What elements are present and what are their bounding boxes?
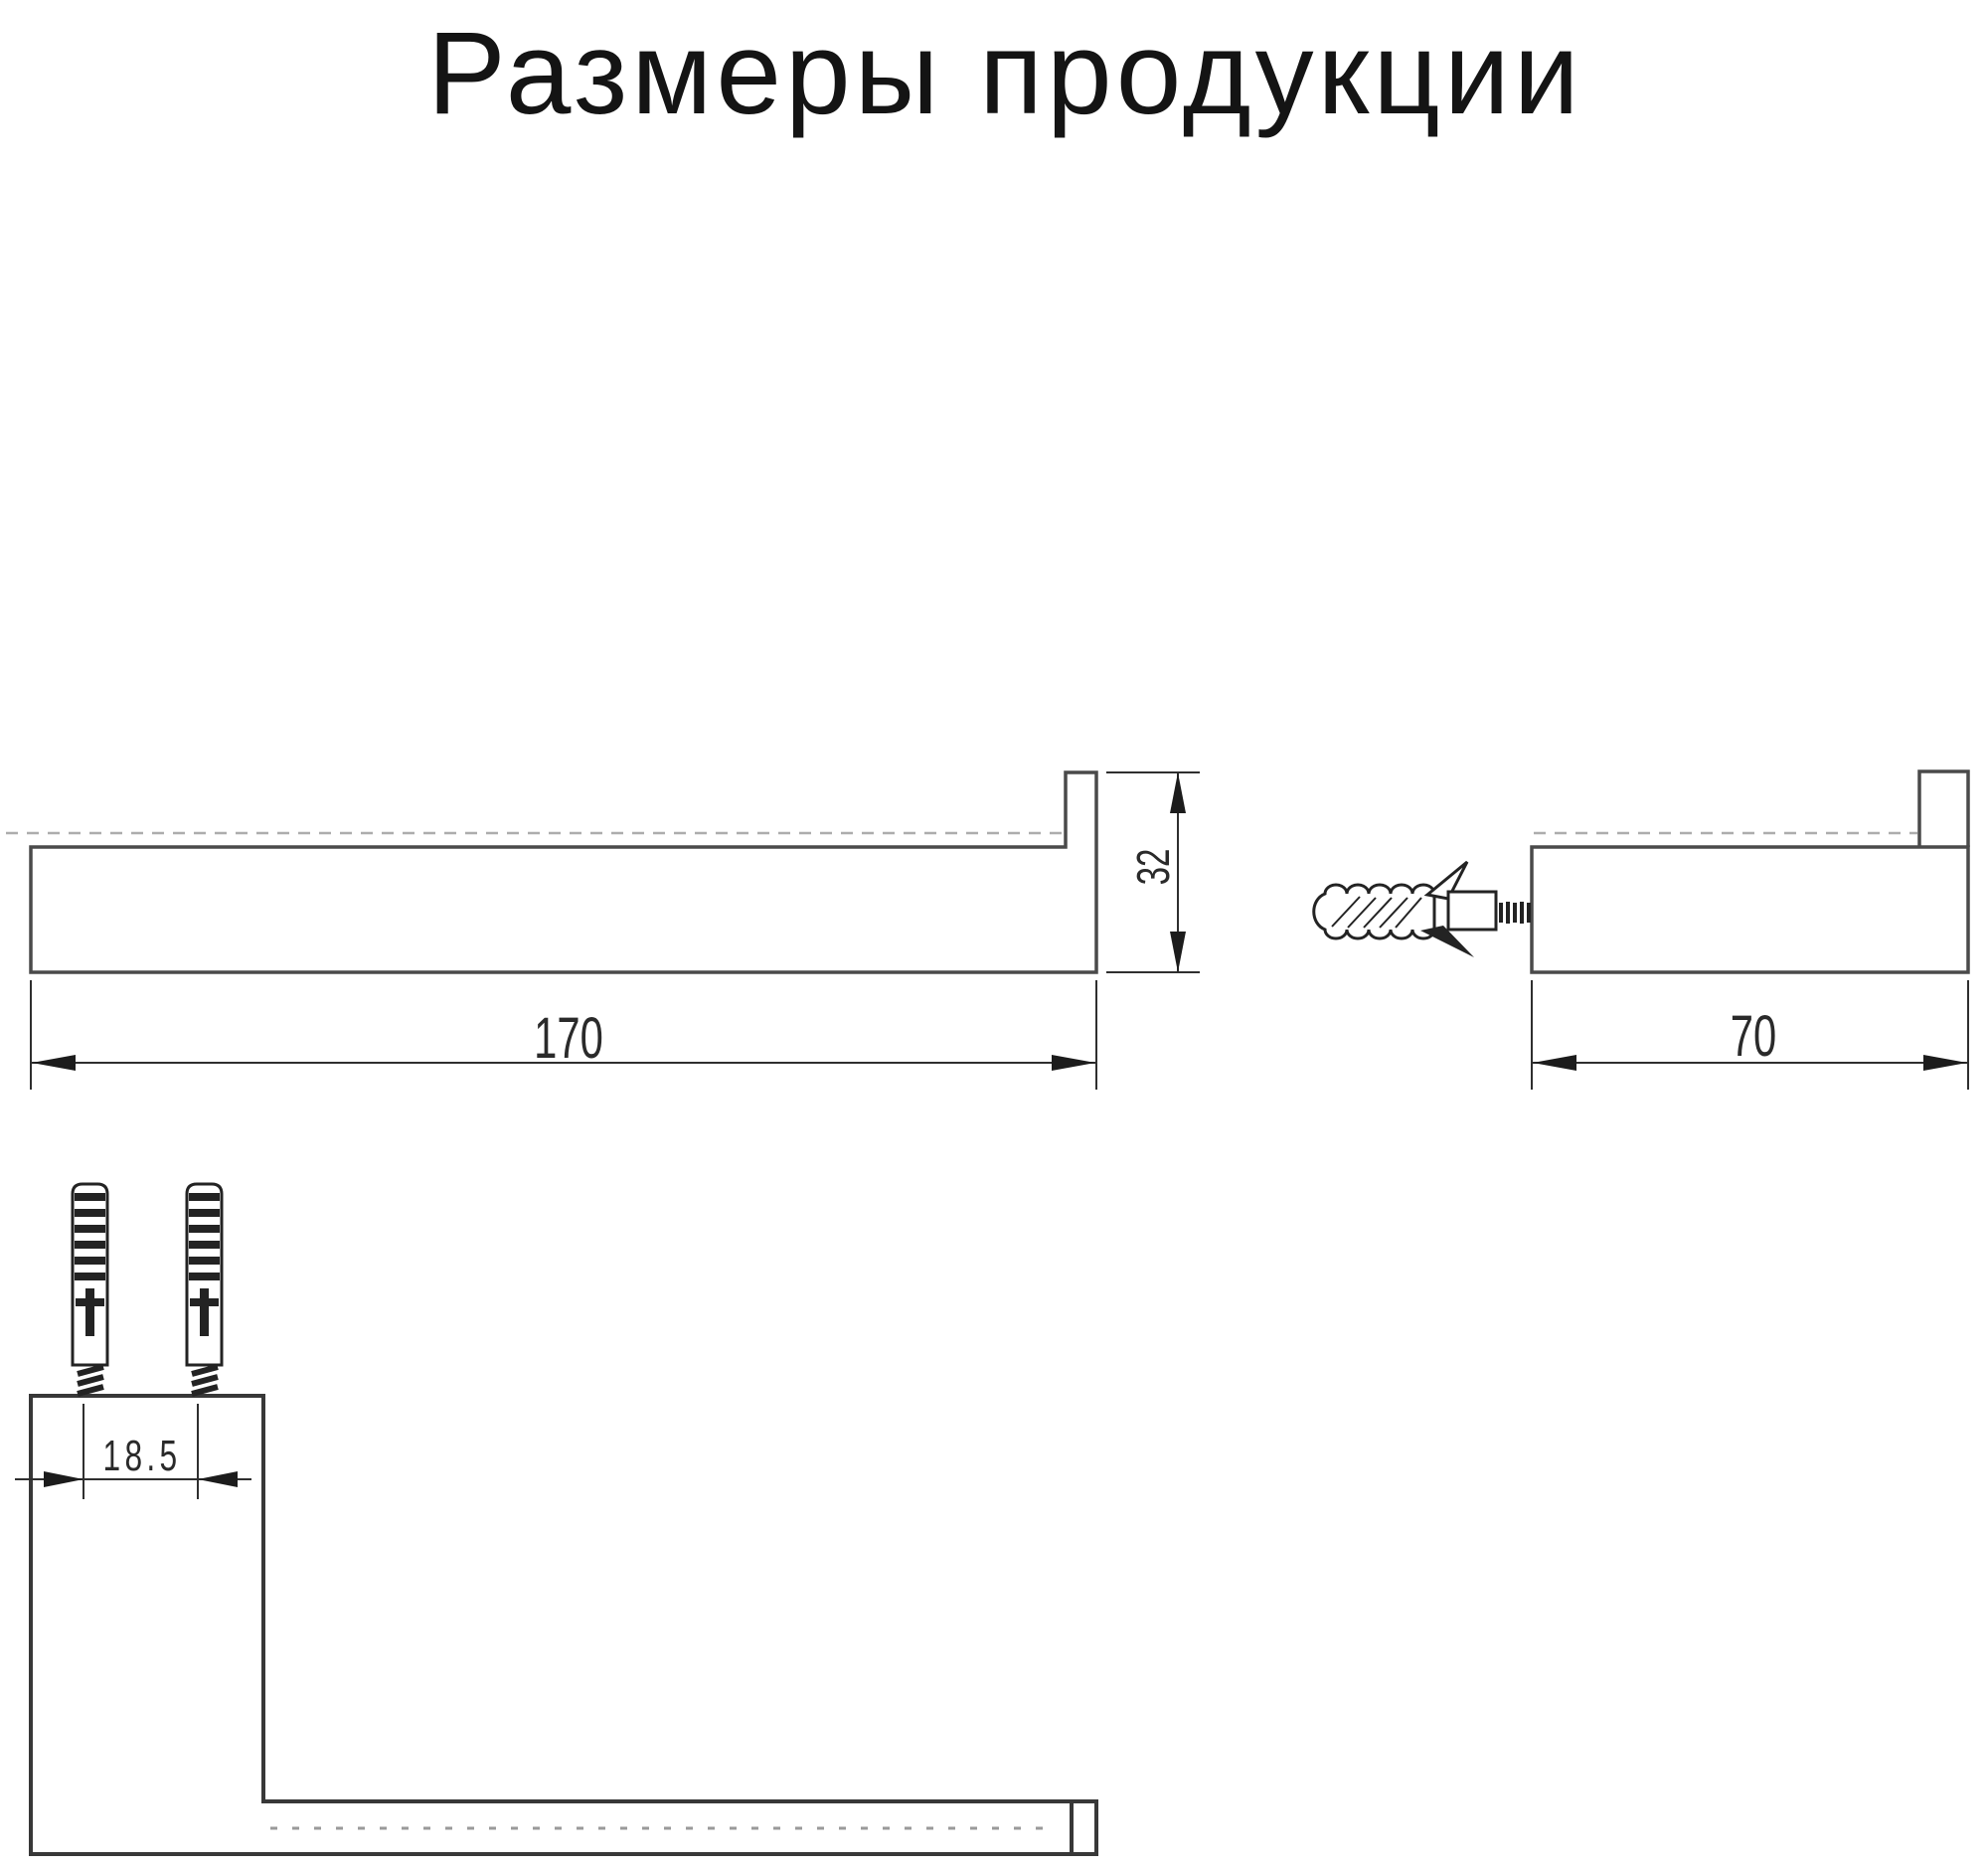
screw-slot-stem <box>85 1288 94 1336</box>
dim-label-height: 32 <box>1129 849 1179 886</box>
arrowhead-right <box>1052 1055 1095 1071</box>
page-title: Размеры продукции <box>427 8 1583 139</box>
arrowhead-left <box>32 1055 76 1071</box>
front-height-dimension: 32 <box>1106 771 1200 973</box>
arrowhead-up <box>1170 772 1186 813</box>
screw-slot-cross <box>76 1298 104 1306</box>
anchor-wing-bottom <box>1420 926 1474 957</box>
dim-label-depth: 70 <box>1731 1003 1776 1068</box>
anchor-wing-top <box>1423 860 1469 901</box>
bottom-outline <box>29 1394 1098 1856</box>
screw-coil <box>77 1364 104 1397</box>
arrowhead-left <box>1533 1055 1576 1071</box>
arrowhead-right <box>1923 1055 1967 1071</box>
dim-label-hole-spacing: 18.5 <box>103 1432 182 1480</box>
arrowhead-left <box>44 1471 83 1487</box>
screw-collar <box>1446 890 1498 932</box>
hole-spacing-dimension: 18.5 <box>15 1404 251 1499</box>
extension-line <box>1106 771 1200 973</box>
screw-thread <box>1499 902 1531 924</box>
extension-line <box>30 980 1097 1090</box>
front-view: 32 170 <box>6 770 1200 1090</box>
extension-line <box>1531 980 1969 1090</box>
mounting-screw-icon-2 <box>187 1184 222 1394</box>
wall-anchor-icon <box>1312 860 1531 957</box>
side-view: 70 <box>1312 769 1970 1090</box>
extension-line <box>83 1404 199 1499</box>
side-tab-outline <box>1917 769 1970 847</box>
screw-thread-ribs <box>75 1193 105 1280</box>
anchor-hatch <box>1331 896 1422 929</box>
mounting-screw-icon <box>71 1182 109 1397</box>
dim-label-length: 170 <box>534 1005 603 1070</box>
front-length-dimension: 170 <box>30 980 1097 1090</box>
side-depth-dimension: 70 <box>1531 980 1969 1090</box>
side-outline <box>1530 845 1970 974</box>
bottom-view: 18.5 <box>15 1182 1098 1856</box>
anchor-dowel <box>1312 883 1436 940</box>
front-outline <box>29 770 1098 974</box>
arrowhead-down <box>1170 932 1186 972</box>
arrowhead-right <box>198 1471 238 1487</box>
